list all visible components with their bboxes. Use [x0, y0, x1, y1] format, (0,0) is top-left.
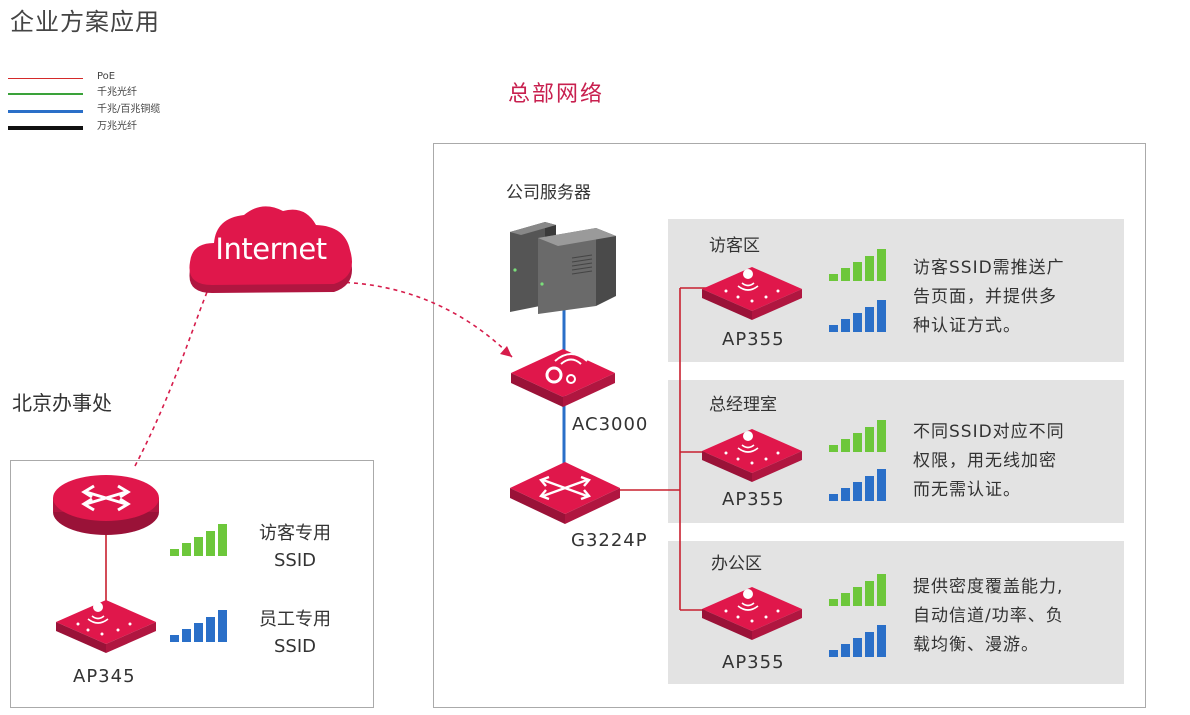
legend-10g-fiber-swatch	[8, 126, 83, 130]
legend-gigabit-fiber-label: 千兆光纤	[97, 87, 137, 98]
zone-guest-name: 访客区	[709, 236, 760, 256]
desc-line: 告页面，并提供多	[913, 287, 1057, 307]
signal-green-icon	[829, 420, 886, 452]
internet-label: Internet	[215, 232, 327, 266]
branch-box	[10, 460, 374, 708]
ssid-guest-line1: 访客专用	[259, 523, 331, 544]
desc-line: 种认证方式。	[913, 316, 1021, 336]
desc-line: 不同SSID对应不同	[913, 422, 1065, 442]
desc-line: 访客SSID需推送广	[913, 258, 1065, 278]
ssid-guest-line2: SSID	[273, 550, 317, 571]
signal-green-icon	[170, 524, 227, 556]
hq-internet-link	[329, 281, 513, 358]
legend-poe-swatch	[8, 78, 83, 79]
signal-blue-icon	[170, 610, 227, 642]
signal-green-icon	[829, 574, 886, 606]
signal-blue-icon	[829, 625, 886, 657]
zone-guest-ap-model: AP355	[722, 329, 785, 350]
ap-icon-branch	[56, 600, 156, 653]
hq-box	[433, 143, 1146, 708]
controller-icon	[511, 349, 615, 407]
branch-ssid-guest: 访客专用 SSID	[250, 520, 340, 574]
branch-ssid-staff: 员工专用 SSID	[250, 606, 340, 660]
arrow-head-icon	[500, 346, 512, 357]
zone-office-ap-model: AP355	[722, 652, 785, 673]
ap-icon-office	[702, 587, 802, 640]
zone-manager-name: 总经理室	[709, 395, 777, 415]
signal-blue-icon	[829, 300, 886, 332]
branch-title: 北京办事处	[12, 391, 112, 415]
server-label: 公司服务器	[506, 183, 591, 203]
page-title: 企业方案应用	[10, 8, 160, 36]
internet-cloud-icon	[189, 206, 352, 293]
zone-guest-desc: 访客SSID需推送广 告页面，并提供多 种认证方式。	[913, 254, 1065, 341]
desc-line: 权限，用无线加密	[913, 451, 1057, 471]
signal-green-icon	[829, 249, 886, 281]
ap-icon-guest	[702, 267, 802, 320]
ssid-staff-line1: 员工专用	[259, 609, 331, 630]
router-icon	[53, 475, 159, 535]
switch-icon	[510, 462, 620, 524]
hq-title: 总部网络	[508, 82, 605, 107]
signal-bars-group	[170, 249, 886, 657]
branch-internet-link	[134, 267, 219, 467]
branch-ap-model: AP345	[73, 666, 136, 687]
desc-line: 提供密度覆盖能力,	[913, 577, 1064, 597]
legend-10g-fiber-label: 万兆光纤	[97, 121, 137, 132]
controller-model: AC3000	[572, 414, 649, 435]
zone-office-desc: 提供密度覆盖能力, 自动信道/功率、负 载均衡、漫游。	[913, 573, 1064, 660]
switch-model: G3224P	[571, 530, 648, 551]
desc-line: 载均衡、漫游。	[913, 635, 1039, 655]
signal-blue-icon	[829, 469, 886, 501]
zone-manager-desc: 不同SSID对应不同 权限，用无线加密 而无需认证。	[913, 418, 1065, 505]
ssid-staff-line2: SSID	[273, 636, 317, 657]
zone-manager-ap-model: AP355	[722, 489, 785, 510]
ap-icon-manager	[702, 429, 802, 482]
desc-line: 自动信道/功率、负	[913, 606, 1064, 626]
legend-gigabit-fiber-swatch	[8, 93, 83, 95]
legend-copper-label: 千兆/百兆铜缆	[97, 104, 161, 115]
desc-line: 而无需认证。	[913, 480, 1021, 500]
zone-office-name: 办公区	[711, 554, 762, 574]
legend-poe-label: PoE	[97, 71, 116, 82]
legend-copper-swatch	[8, 110, 83, 113]
server-icon	[510, 222, 616, 314]
